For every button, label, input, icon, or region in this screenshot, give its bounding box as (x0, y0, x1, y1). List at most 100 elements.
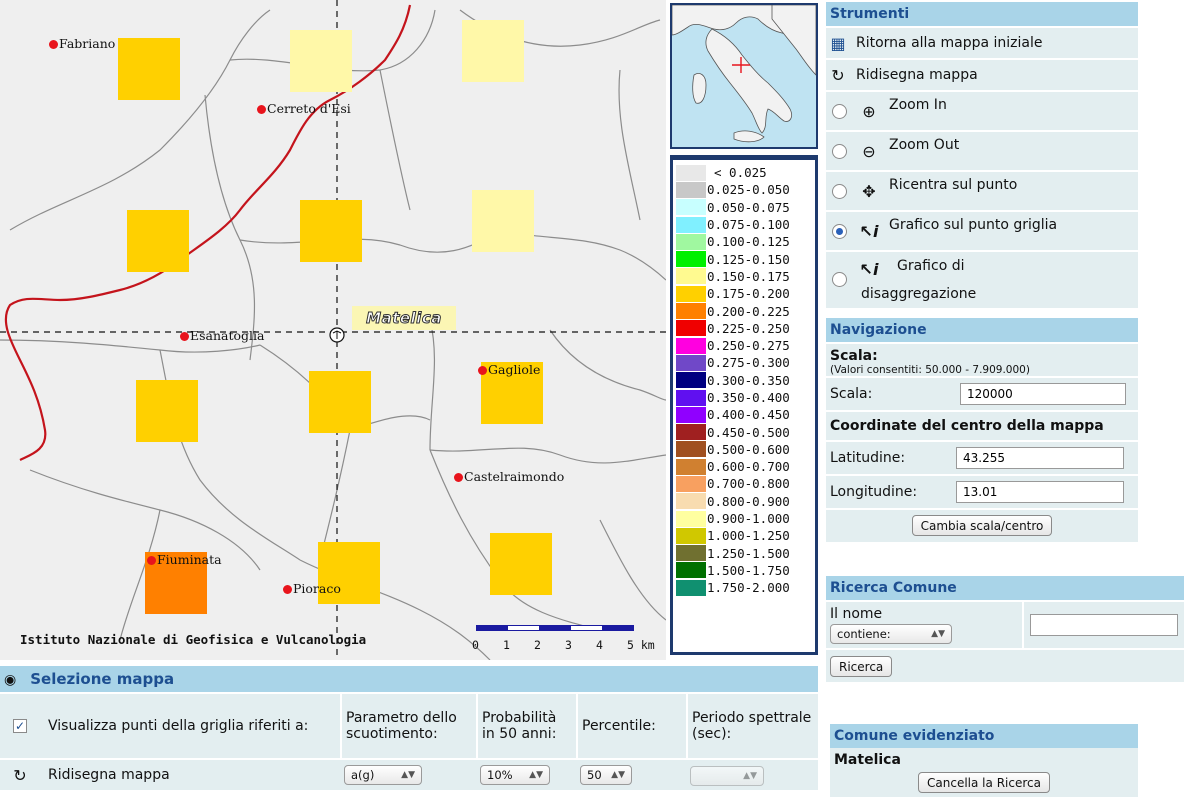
recenter-radio[interactable] (832, 183, 847, 199)
grid-cell[interactable] (462, 20, 524, 82)
tool-disaggregation[interactable]: ↖i Grafico di disaggregazione (826, 250, 1138, 308)
legend-label: 1.250-1.500 (707, 545, 790, 561)
latitude-input[interactable] (956, 447, 1124, 469)
percentile-header: Percentile: (576, 694, 686, 758)
probability-select[interactable]: 10%▲▼ (480, 765, 550, 785)
tool-zoom-out[interactable]: ⊖ Zoom Out (826, 130, 1138, 170)
scale-tick: 3 (565, 638, 572, 652)
map-icon: ▦ (830, 33, 846, 53)
legend-label: 1.750-2.000 (707, 580, 790, 596)
highlighted-municipality-panel: Comune evidenziato Matelica Cancella la … (830, 724, 1138, 797)
grid-cell[interactable] (127, 210, 189, 272)
percentile-value: 50 (587, 768, 602, 782)
param-select[interactable]: a(g)▲▼ (344, 765, 422, 785)
town-name: Gagliole (488, 362, 541, 377)
town-marker[interactable]: Esanatoglia (180, 329, 265, 343)
legend-swatch (676, 268, 706, 285)
zoom-out-radio[interactable] (832, 143, 847, 159)
town-marker[interactable]: Gagliole (478, 363, 540, 377)
legend-label: 0.600-0.700 (707, 459, 790, 475)
town-marker[interactable]: Cerreto d'Esi (257, 102, 351, 116)
grid-cell[interactable] (300, 200, 362, 262)
grid-cell[interactable] (490, 533, 552, 595)
grid-cell[interactable] (118, 38, 180, 100)
redraw-map-button[interactable]: ↻ Ridisegna mappa (826, 58, 1138, 90)
scale-label: Scala: (830, 386, 873, 402)
legend-swatch (676, 216, 706, 233)
zoom-in-radio[interactable] (832, 103, 847, 119)
tool-zoom-in[interactable]: ⊕ Zoom In (826, 90, 1138, 130)
redraw-map-label[interactable]: Ridisegna mappa (48, 767, 170, 783)
legend-label: 0.800-0.900 (707, 493, 790, 509)
legend-swatch (676, 562, 706, 579)
tool-grid-chart[interactable]: ↖i Grafico sul punto griglia (826, 210, 1138, 250)
pointer-info-icon: ↖i (859, 260, 879, 279)
town-marker[interactable]: Castelraimondo (454, 470, 564, 484)
town-marker[interactable]: Pioraco (283, 582, 341, 596)
clear-search-button[interactable]: Cancella la Ricerca (918, 772, 1050, 793)
scale-tick: 1 (503, 638, 510, 652)
search-mode-value: contiene: (837, 627, 891, 641)
legend-swatch (676, 458, 706, 475)
legend-row: 0.225-0.250 (676, 320, 815, 337)
scale-tick: 0 (472, 638, 479, 652)
legend-swatch (676, 372, 706, 389)
hazard-map[interactable]: Fabriano Cerreto d'Esi Esanatoglia Gagli… (0, 0, 666, 660)
legend-label: 0.250-0.275 (707, 338, 790, 354)
legend-label: 0.050-0.075 (707, 199, 790, 215)
redraw-icon[interactable]: ↻ (13, 765, 27, 785)
search-mode-select[interactable]: contiene: ▲▼ (830, 624, 952, 644)
legend-swatch (676, 199, 706, 216)
legend-label: 0.225-0.250 (707, 320, 790, 336)
legend-row: 1.250-1.500 (676, 545, 815, 562)
grid-cell[interactable] (136, 380, 198, 442)
show-points-label: Visualizza punti della griglia riferiti … (48, 718, 309, 734)
legend-swatch (676, 475, 706, 492)
grid-cell[interactable] (481, 362, 543, 424)
legend-row: 0.050-0.075 (676, 199, 815, 216)
legend-swatch (676, 424, 706, 441)
highlighted-name: Matelica (834, 752, 901, 768)
town-marker[interactable]: Fabriano (49, 37, 115, 51)
grid-chart-radio[interactable] (832, 223, 847, 239)
legend-swatch (676, 303, 706, 320)
legend-row: 0.300-0.350 (676, 372, 815, 389)
overview-map[interactable] (670, 3, 818, 149)
select-arrows-icon: ▲▼ (931, 629, 945, 639)
legend-row: < 0.025 (676, 164, 815, 181)
longitude-input[interactable] (956, 481, 1124, 503)
legend-label: 0.075-0.100 (707, 217, 790, 233)
apply-scale-center-button[interactable]: Cambia scala/centro (911, 515, 1053, 536)
overview-map-graphic (672, 5, 816, 143)
scale-input[interactable] (960, 383, 1126, 405)
search-button[interactable]: Ricerca (830, 656, 893, 677)
legend-swatch (676, 545, 706, 562)
disaggregation-radio[interactable] (832, 272, 847, 287)
period-select[interactable]: ▲▼ (690, 766, 764, 786)
zoom-out-icon: ⊖ (862, 141, 876, 161)
town-marker[interactable]: Fiuminata (147, 553, 222, 567)
search-query-input[interactable] (1030, 614, 1178, 636)
legend-row: 0.100-0.125 (676, 233, 815, 250)
legend-row: 0.700-0.800 (676, 475, 815, 492)
percentile-select[interactable]: 50▲▼ (580, 765, 632, 785)
legend-label: 0.500-0.600 (707, 441, 790, 457)
legend-row: 0.025-0.050 (676, 181, 815, 198)
select-arrows-icon: ▲▼ (401, 770, 415, 780)
legend-row: 1.750-2.000 (676, 579, 815, 596)
municipality-search-panel: Ricerca Comune Il nome contiene: ▲▼ Rice… (826, 576, 1184, 682)
town-dot-icon (49, 40, 58, 49)
scale-tick: 2 (534, 638, 541, 652)
disaggregation-label-line1: Grafico di (897, 258, 965, 274)
legend-row: 1.500-1.750 (676, 562, 815, 579)
disaggregation-label-line2: disaggregazione (861, 286, 977, 302)
grid-cell[interactable] (290, 30, 352, 92)
show-points-checkbox[interactable]: ✓ (13, 719, 27, 733)
reset-map-button[interactable]: ▦ Ritorna alla mappa iniziale (826, 26, 1138, 58)
tool-recenter[interactable]: ✥ Ricentra sul punto (826, 170, 1138, 210)
map-selection-header[interactable]: ◉Selezione mappa (0, 666, 818, 692)
select-arrows-icon: ▲▼ (529, 770, 543, 780)
grid-cell[interactable] (472, 190, 534, 252)
grid-cell[interactable] (309, 371, 371, 433)
grid-cell[interactable] (318, 542, 380, 604)
